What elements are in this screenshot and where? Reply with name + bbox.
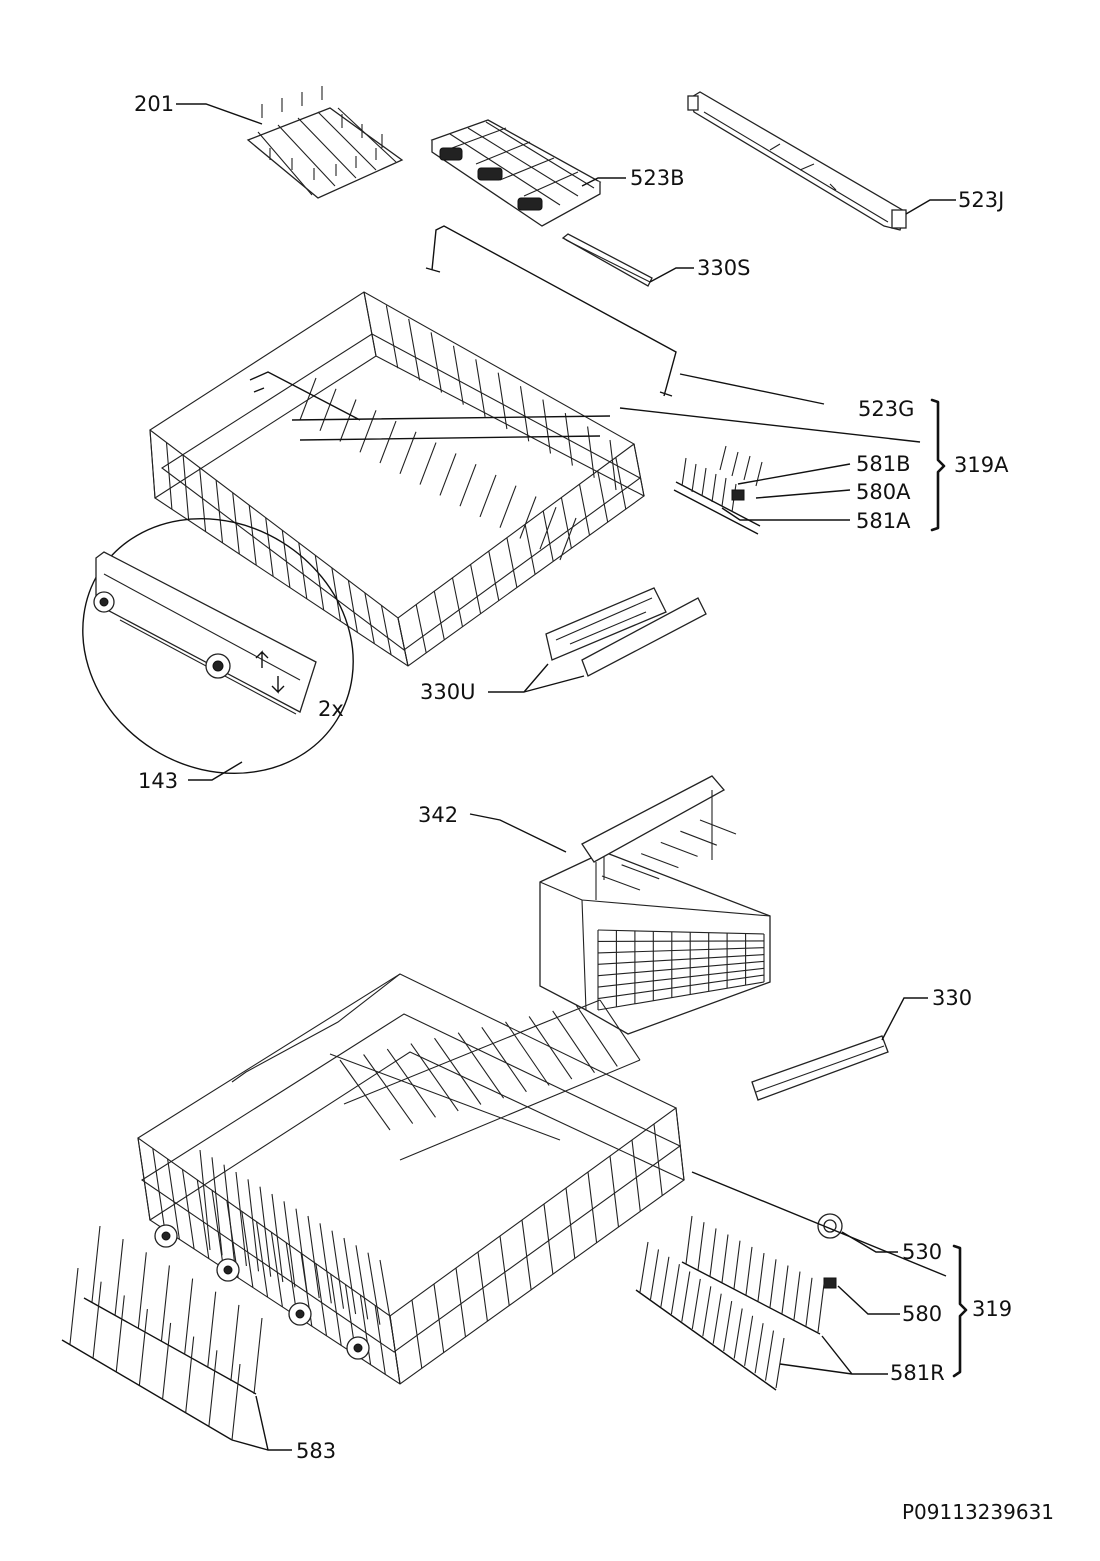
brace-319A	[930, 398, 946, 532]
lower-basket-wheels	[154, 1224, 370, 1360]
label-330U: 330U	[420, 680, 475, 704]
label-523J: 523J	[958, 188, 1004, 212]
part-523G-wire	[425, 225, 677, 397]
part-143-height-adjuster	[82, 517, 354, 775]
part-581R-tine-rows	[635, 1215, 825, 1391]
label-581B: 581B	[856, 452, 911, 476]
part-342-cutlery-basket	[539, 775, 771, 1035]
document-code: P09113239631	[902, 1500, 1054, 1524]
part-583-tine-row	[61, 1225, 263, 1441]
part-201-tine-insert	[246, 86, 404, 199]
part-319A-upper-basket	[149, 291, 646, 667]
label-330S: 330S	[697, 256, 750, 280]
part-labels: 201 523B 523J 330S 523G 319A 581B 580A 5…	[134, 92, 1054, 1524]
label-583: 583	[296, 1439, 336, 1463]
leader-lines	[176, 103, 956, 1451]
part-523J-rail	[687, 91, 907, 231]
part-581-tine-row	[673, 445, 763, 535]
part-330S-bar	[561, 233, 653, 287]
label-342: 342	[418, 803, 458, 827]
label-143: 143	[138, 769, 178, 793]
label-201: 201	[134, 92, 174, 116]
label-319: 319	[972, 1297, 1012, 1321]
label-580A: 580A	[856, 480, 911, 504]
label-319A: 319A	[954, 453, 1009, 477]
brace-319	[952, 1244, 968, 1378]
label-2x: 2x	[318, 697, 344, 721]
part-530-wheel	[817, 1213, 843, 1239]
part-330-bar	[751, 1035, 889, 1101]
label-330: 330	[932, 986, 972, 1010]
label-580: 580	[902, 1302, 942, 1326]
part-330U-pieces	[545, 587, 707, 677]
label-581R: 581R	[890, 1361, 945, 1385]
part-580-clip	[823, 1277, 837, 1289]
part-319-lower-basket	[137, 973, 686, 1385]
label-523B: 523B	[630, 166, 685, 190]
label-523G: 523G	[858, 397, 914, 421]
part-523B-cover	[430, 119, 602, 227]
label-581A: 581A	[856, 509, 911, 533]
label-530: 530	[902, 1240, 942, 1264]
